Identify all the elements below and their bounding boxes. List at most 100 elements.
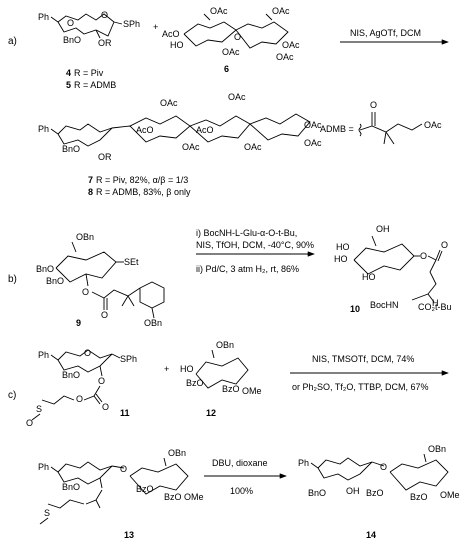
- c13-bzo-1: BzO: [136, 484, 154, 494]
- panel-c-acceptor-structure: OBn HO BzO BzO OMe: [180, 340, 262, 396]
- c11-so: O: [26, 418, 33, 428]
- compound-8-desc: R = ADMB, 83%, β only: [96, 187, 191, 197]
- c11-o-carbonyl: O: [102, 402, 109, 412]
- compound-5-desc: R = ADMB: [74, 80, 116, 90]
- donor-sph-text: SPh: [123, 19, 140, 29]
- b-obn-2: OBn: [144, 318, 162, 328]
- panel-c-plus: +: [164, 364, 169, 374]
- c11-ph: Ph: [38, 350, 49, 360]
- c11-o-3: O: [76, 394, 83, 404]
- c12-bzo-2: BzO: [222, 384, 240, 394]
- panel-b-label: b): [8, 274, 17, 285]
- c13-obn: OBn: [168, 448, 186, 458]
- compound-10-label: 10: [350, 304, 360, 314]
- prod-oac-1: OAc: [160, 98, 178, 108]
- b-o-carbonyl: O: [101, 310, 108, 320]
- c14-bzo-1: BzO: [366, 488, 384, 498]
- acc-oac-4: OAc: [282, 40, 300, 50]
- c13-bzo-2: BzO: [164, 492, 182, 502]
- panel-c-conditions-1: NIS, TMSOTf, DCM, 74%: [312, 354, 414, 364]
- panel-b-conditions-2: NIS, TfOH, DCM, -40°C, 90%: [196, 240, 314, 250]
- c11-o: O: [84, 348, 91, 358]
- panel-a-conditions: NIS, AgOTf, DCM: [350, 28, 421, 38]
- b-set: SEt: [124, 257, 139, 267]
- prod-oac-2: OAc: [228, 92, 246, 102]
- acc-aco: AcO: [162, 29, 180, 39]
- prod-oac-6: OAc: [304, 138, 322, 148]
- c13-bno: BnO: [62, 482, 80, 492]
- b-obn-1: OBn: [76, 232, 94, 242]
- compound-7-num: 7: [88, 175, 93, 185]
- compound-5-num: 5: [66, 80, 71, 90]
- panel-c-product-structure: Ph BnO OH O OBn BzO BzO OMe: [298, 444, 460, 502]
- panel-c-conditions-4: 100%: [230, 486, 253, 496]
- panel-c-intermediate-structure: Ph BnO S O OBn BzO BzO OMe: [38, 448, 204, 525]
- c14-ph: Ph: [298, 458, 309, 468]
- b10-bochn: BocHN: [370, 300, 399, 310]
- c14-ome: OMe: [440, 490, 460, 500]
- donor-or-text: OR: [98, 38, 112, 48]
- compound-4-num: 4: [66, 68, 71, 78]
- panel-a-acceptor-structure: OAc OAc AcO HO OAc O OAc OAc: [162, 6, 300, 62]
- acc-oac-2: OAc: [272, 6, 290, 16]
- c12-bzo-1: BzO: [186, 378, 204, 388]
- acc-oac-5: OAc: [276, 52, 294, 62]
- b-bno-2: BnO: [46, 276, 64, 286]
- c14-obn: OBn: [428, 444, 446, 454]
- prod-oac-3: OAc: [182, 142, 200, 152]
- compound-7-desc: R = Piv, 82%, α/β = 1/3: [96, 175, 188, 185]
- prod-oac-5: OAc: [304, 120, 322, 130]
- admb-o: O: [370, 100, 377, 110]
- prod-bno: BnO: [62, 144, 80, 154]
- b10-co2tbu: CO₂t-Bu: [418, 302, 452, 312]
- acc-oac-1: OAc: [210, 6, 228, 16]
- admb-label: ADMB =: [320, 124, 354, 134]
- c13-ph: Ph: [38, 462, 49, 472]
- c14-bzo-2: BzO: [410, 492, 428, 502]
- donor-o1-text: O: [67, 18, 74, 28]
- compound-4-desc: R = Piv: [74, 68, 104, 78]
- c11-o-2: O: [98, 376, 105, 386]
- c14-oh: OH: [346, 486, 360, 496]
- acc-o-link: O: [234, 32, 241, 42]
- prod-aco-1: AcO: [136, 125, 154, 135]
- b10-ho-2: HO: [334, 254, 348, 264]
- acceptor-6-label: 6: [224, 64, 229, 74]
- panel-b-conditions-1: i) BocNH-L-Glu-α-O-t-Bu,: [196, 228, 297, 238]
- acc-oac-3: OAc: [222, 47, 240, 57]
- panel-c-conditions-3: DBU, dioxane: [212, 458, 268, 468]
- panel-a-donor-structure: Ph O O SPh BnO OR: [38, 10, 140, 48]
- b10-oh: OH: [376, 224, 390, 234]
- panel-c-conditions-2: or Ph₂SO, Tf₂O, TTBP, DCM, 67%: [292, 382, 429, 392]
- c13-o-link: O: [120, 464, 127, 474]
- donor-bno-text: BnO: [63, 35, 81, 45]
- b10-o-link: O: [420, 251, 427, 261]
- acc-ho: HO: [170, 40, 184, 50]
- compound-12-label: 12: [206, 408, 216, 418]
- c12-ome: OMe: [242, 386, 262, 396]
- admb-structure: ADMB = O OAc: [320, 100, 442, 145]
- compound-13-label: 13: [124, 530, 134, 540]
- panel-c-donor-structure: Ph O SPh BnO O O O S O: [26, 348, 137, 428]
- c14-bno: BnO: [308, 488, 326, 498]
- prod-oac-4: OAc: [244, 142, 262, 152]
- prod-ph: Ph: [38, 124, 49, 134]
- panel-b-start-structure: OBn BnO BnO SEt O O OBn: [36, 232, 165, 328]
- c12-ho: HO: [180, 364, 194, 374]
- compound-9-label: 9: [76, 318, 81, 328]
- panel-a-label: a): [8, 36, 17, 47]
- b10-ho-1: HO: [336, 242, 350, 252]
- b10-ho-3: HO: [362, 272, 376, 282]
- c11-sph: SPh: [120, 354, 137, 364]
- panel-a-plus: +: [153, 22, 158, 32]
- compound-8-num: 8: [88, 187, 93, 197]
- compound-11-label: 11: [120, 408, 130, 418]
- panel-a-product-structure: Ph BnO OR OAc OAc AcO OAc AcO OAc OAc OA…: [38, 92, 322, 162]
- c14-o-link: O: [380, 462, 387, 472]
- c13-s: S: [44, 508, 50, 518]
- b-o-ester: O: [82, 287, 89, 297]
- admb-oac: OAc: [424, 120, 442, 130]
- b-bno-1: BnO: [36, 264, 54, 274]
- prod-aco-2: AcO: [196, 125, 214, 135]
